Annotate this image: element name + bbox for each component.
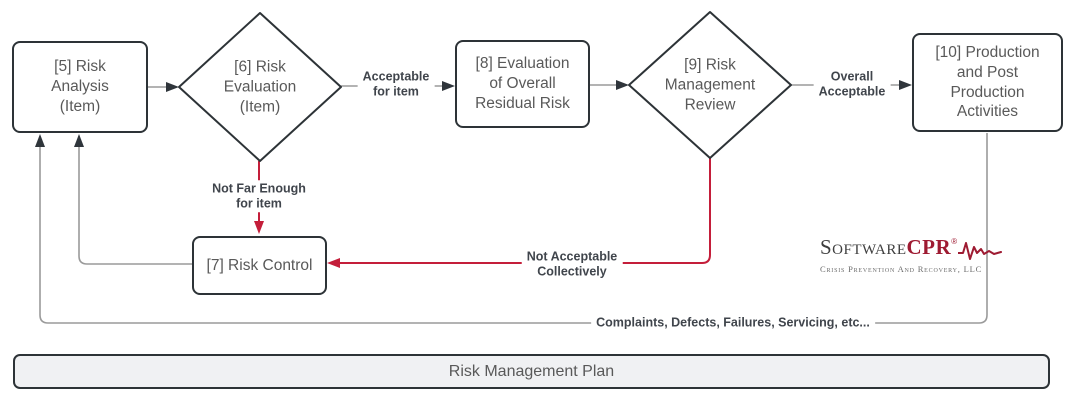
arrowhead-feedback-to-analysis [35, 134, 45, 147]
edge-production-feedback-to-analysis [39, 133, 988, 324]
node-production-activities: [10] Production and Post Production Acti… [912, 33, 1063, 132]
diamond-management-review [628, 11, 792, 159]
arrowhead-to-production [899, 80, 912, 90]
risk-management-plan-label: Risk Management Plan [448, 362, 615, 380]
logo-subtitle: Crisis Prevention And Recovery, LLC [820, 264, 983, 274]
edge-label-not-acceptable-collectively: Not Acceptable Collectively [521, 248, 623, 280]
registered-trademark-icon: ® [951, 237, 958, 246]
node-risk-control: [7] Risk Control [192, 236, 327, 295]
edge-label-acceptable-for-item: Acceptable for item [357, 68, 435, 100]
arrowhead-evaluation-to-control [254, 221, 264, 234]
node-risk-evaluation-label: [6] Risk Evaluation (Item) [223, 58, 297, 115]
arrowhead-control-to-analysis [74, 134, 84, 147]
arrowhead-review-to-control [327, 258, 340, 268]
arrowhead-to-evaluation [166, 82, 179, 92]
node-overall-residual-risk: [8] Evaluation of Overall Residual Risk [455, 40, 590, 128]
edge-label-complaints-feedback: Complaints, Defects, Failures, Servicing… [591, 314, 875, 332]
logo-cpr-text: CPR [906, 235, 952, 259]
diamond-risk-evaluation [178, 12, 342, 162]
edge-control-to-analysis [78, 147, 192, 265]
risk-management-plan-bar: Risk Management Plan [13, 354, 1050, 389]
logo-software-text: Software [820, 235, 907, 259]
edge-label-not-far-enough: Not Far Enough for item [207, 180, 311, 212]
edge-review-to-control-red [340, 158, 711, 264]
node-risk-analysis: [5] Risk Analysis (Item) [12, 41, 148, 133]
arrowhead-to-residual [442, 81, 455, 91]
edge-label-overall-acceptable: Overall Acceptable [813, 68, 891, 100]
node-management-review-label: [9] Risk Management Review [664, 56, 756, 113]
arrowhead-to-review [616, 80, 629, 90]
heartbeat-icon [958, 242, 1003, 260]
